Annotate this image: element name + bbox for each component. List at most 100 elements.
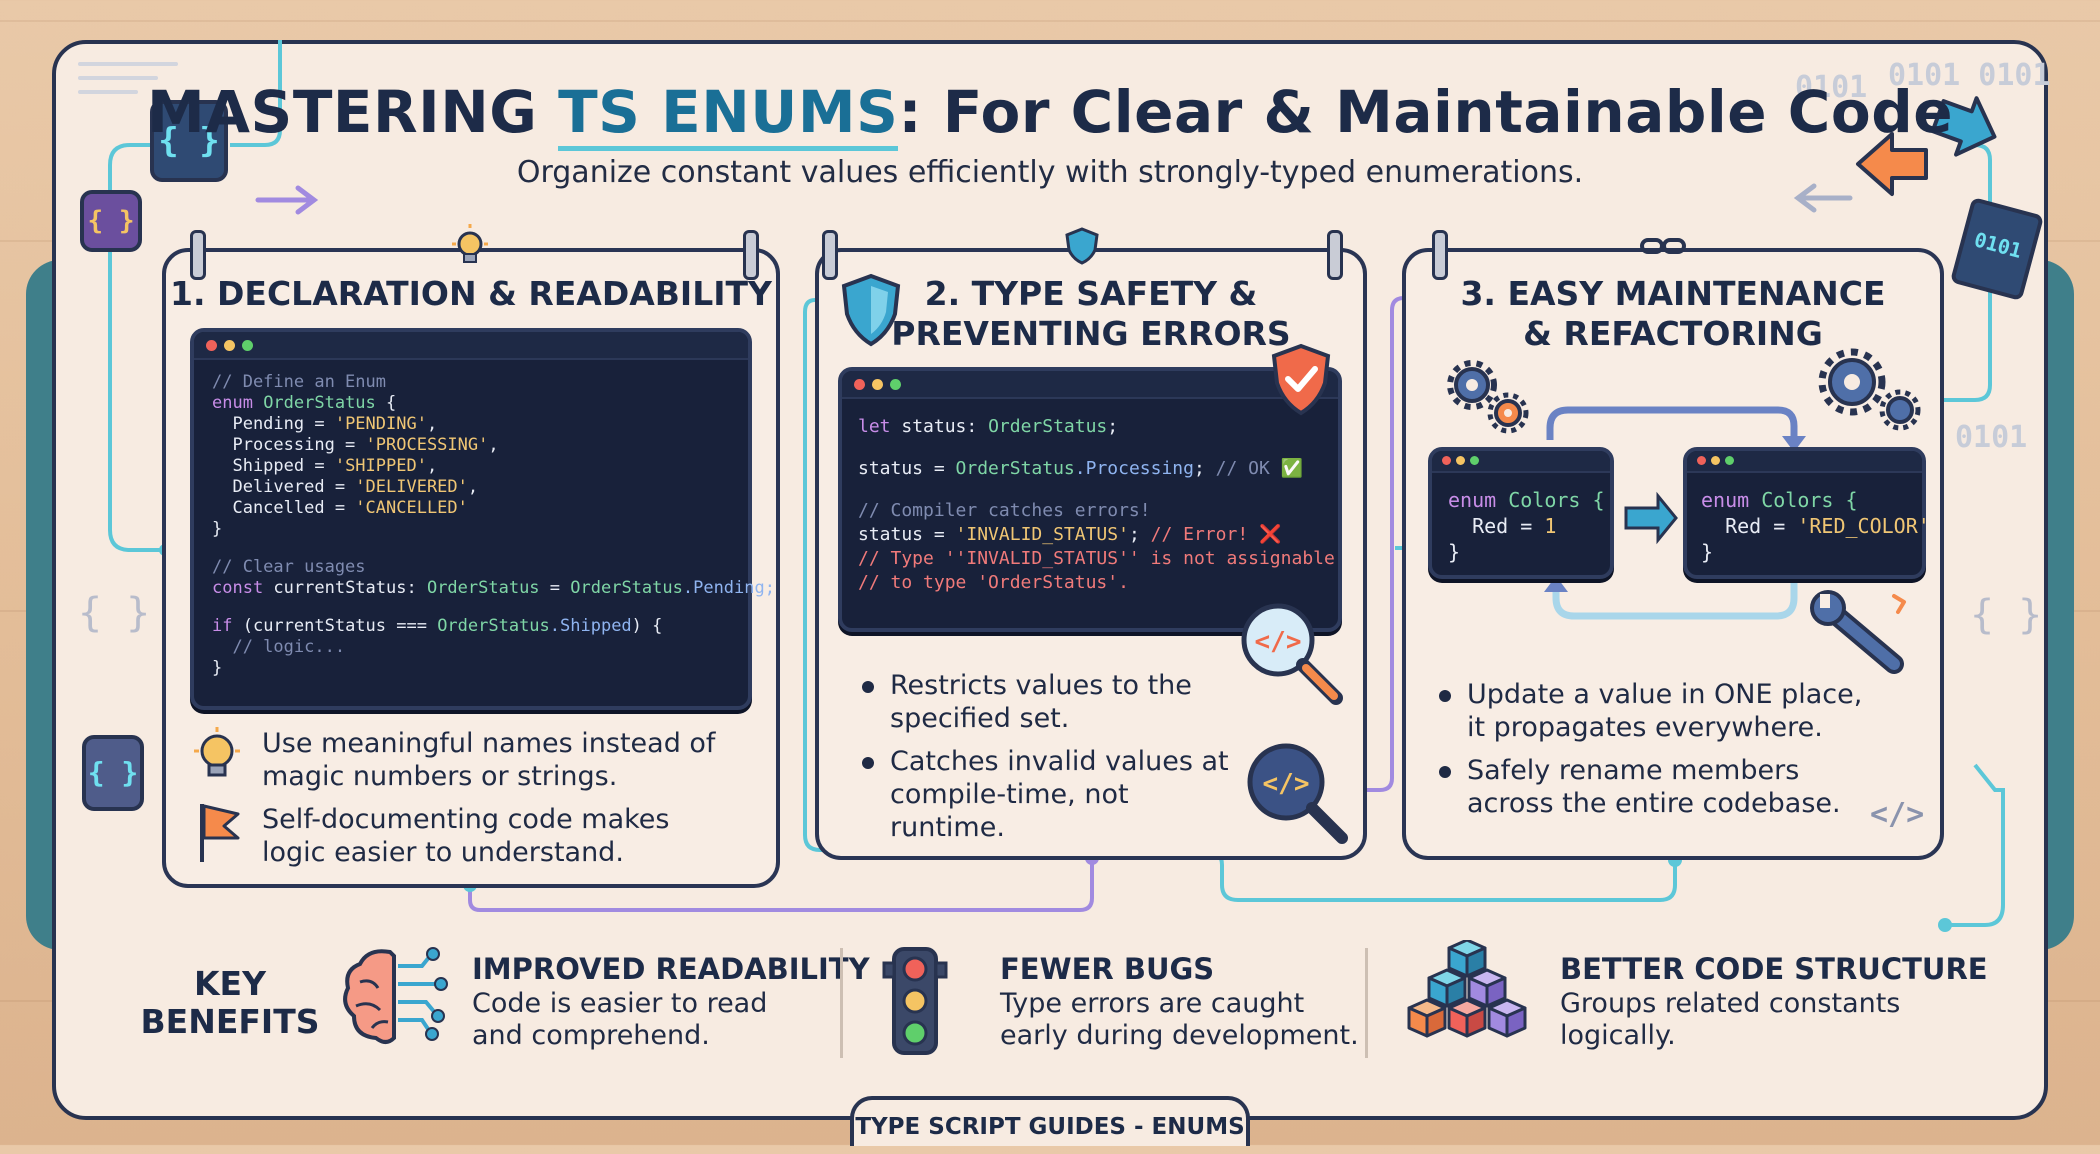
hanger-clip-icon [743, 230, 759, 280]
code-token: .Processing [1074, 458, 1194, 479]
bullet-dot [1439, 690, 1451, 702]
code-token: 'SHIPPED' [334, 456, 427, 476]
code-line: Red = 1 [1448, 513, 1605, 539]
code-line: Pending = 'PENDING', [212, 414, 775, 435]
code-token: .Shipped [549, 616, 632, 636]
code-token: enum [212, 393, 264, 413]
code-token: ; [1107, 416, 1119, 437]
code-line: if (currentStatus === OrderStatus.Shippe… [212, 616, 775, 637]
code-tag-icon: </> [1870, 797, 1925, 832]
hanger-clip-icon [190, 230, 206, 280]
code-line [858, 439, 1335, 457]
code-token: status = [858, 524, 956, 545]
code-token: 'DELIVERED' [355, 477, 468, 497]
code-token: currentStatus: [273, 578, 427, 598]
svg-text:</>: </> [1255, 627, 1302, 657]
code-token: Colors { [1508, 488, 1605, 512]
code-token: Shipped = [212, 456, 335, 476]
code-token: ✅ [1269, 458, 1304, 479]
bullet-dot [862, 757, 874, 769]
svg-text:</>: </> [1263, 769, 1310, 799]
bullet-text: Update a value in ONE place, it propagat… [1467, 679, 1863, 743]
code-token: OrderStatus [263, 393, 376, 413]
code-token: // logic... [212, 637, 346, 657]
refactor-flow-arrows [1544, 406, 1806, 620]
braces-tile-icon: { } [80, 190, 142, 252]
divider [1365, 948, 1368, 1058]
code-line [858, 481, 1335, 499]
code-token: let [858, 416, 902, 437]
bullet-text: Safely rename members across the entire … [1467, 755, 1841, 819]
binary-decoration: 0101 [1955, 420, 2028, 455]
benefit-description: Code is easier to read and comprehend. [472, 988, 768, 1051]
card-title-line1: 3. EASY MAINTENANCE [1460, 274, 1886, 313]
arrow-left-icon [1856, 132, 1928, 196]
divider [840, 948, 843, 1058]
code-line: status = OrderStatus.Processing; // OK ✅ [858, 457, 1335, 481]
code-line [212, 540, 775, 557]
code-line: } [1701, 539, 1930, 565]
code-line: // Compiler catches errors! [858, 499, 1335, 523]
page-title: MASTERING TS ENUMS: For Clear & Maintain… [0, 78, 2100, 151]
code-token: ; [1128, 524, 1151, 545]
code-window-type-safety: let status: OrderStatus;status = OrderSt… [838, 367, 1342, 632]
code-line: enum Colors { [1448, 487, 1605, 513]
code-token: // Clear usages [212, 557, 366, 577]
code-line: let status: OrderStatus; [858, 415, 1335, 439]
bullet-dot [1439, 766, 1451, 778]
code-token: , [488, 435, 499, 455]
code-line: // logic... [212, 637, 775, 658]
code-token: 'PENDING' [334, 414, 427, 434]
brain-circuit-icon [343, 947, 448, 1044]
code-line: // to type 'OrderStatus'. [858, 571, 1335, 595]
code-line: Processing = 'PROCESSING', [212, 435, 775, 456]
code-token: // to type 'OrderStatus'. [858, 572, 1129, 593]
card-title-line1: 2. TYPE SAFETY & [924, 274, 1258, 313]
code-token: 'INVALID_STATUS' [955, 524, 1129, 545]
link-icon [1640, 238, 1686, 254]
code-token: Red = [1701, 514, 1798, 538]
braces-tile-icon: { } [150, 100, 228, 182]
benefit-description: Groups related constants logically. [1560, 988, 1901, 1051]
code-token: status: [901, 416, 989, 437]
bullet-text: Restricts values to the specified set. [890, 670, 1192, 734]
bullet-dot [862, 681, 874, 693]
card-title-line2: & REFACTORING [1523, 314, 1823, 353]
doc-lines-icon [78, 62, 178, 94]
magnifier-code-icon: </> [1241, 603, 1343, 705]
code-token: Processing = [212, 435, 366, 455]
code-line: } [1448, 539, 1605, 565]
magnifier-code-icon: </> [1247, 743, 1348, 844]
code-token: OrderStatus [955, 458, 1075, 479]
shield-check-icon [1271, 343, 1331, 416]
code-token: OrderStatus [426, 578, 540, 598]
code-line: const currentStatus: OrderStatus = Order… [212, 578, 775, 599]
code-token: const [212, 578, 274, 598]
code-line: enum Colors { [1701, 487, 1930, 513]
gears-icon [1447, 360, 1529, 434]
code-token: 'PROCESSING' [365, 435, 489, 455]
code-token: 'RED_COLOR' [1797, 514, 1930, 538]
code-line: // Clear usages [212, 557, 775, 578]
code-token: Pending = [212, 414, 335, 434]
code-line: Delivered = 'DELIVERED', [212, 477, 775, 498]
flag-icon [200, 804, 240, 862]
code-line: // Type ''INVALID_STATUS'' is not assign… [858, 547, 1335, 571]
code-token: , [426, 414, 438, 434]
benefit-title: IMPROVED READABILITY [472, 952, 870, 986]
gears-icon [1818, 348, 1921, 431]
braces-icon: { } [78, 590, 151, 636]
code-token: } [212, 658, 223, 678]
code-line: Shipped = 'SHIPPED', [212, 456, 775, 477]
code-token: ; [1193, 458, 1216, 479]
braces-tile-icon: { } [82, 735, 144, 811]
bullet-text: Use meaningful names instead of magic nu… [262, 728, 716, 792]
code-token: // Compiler catches errors! [858, 500, 1151, 521]
code-token: OrderStatus [570, 578, 683, 598]
code-token: .Pending; [682, 578, 775, 598]
shield-icon [841, 273, 901, 347]
hanger-clip-icon [1432, 230, 1448, 280]
code-token: ❌ [1248, 524, 1282, 545]
binary-decoration: 0101 0101 [1888, 58, 2051, 93]
